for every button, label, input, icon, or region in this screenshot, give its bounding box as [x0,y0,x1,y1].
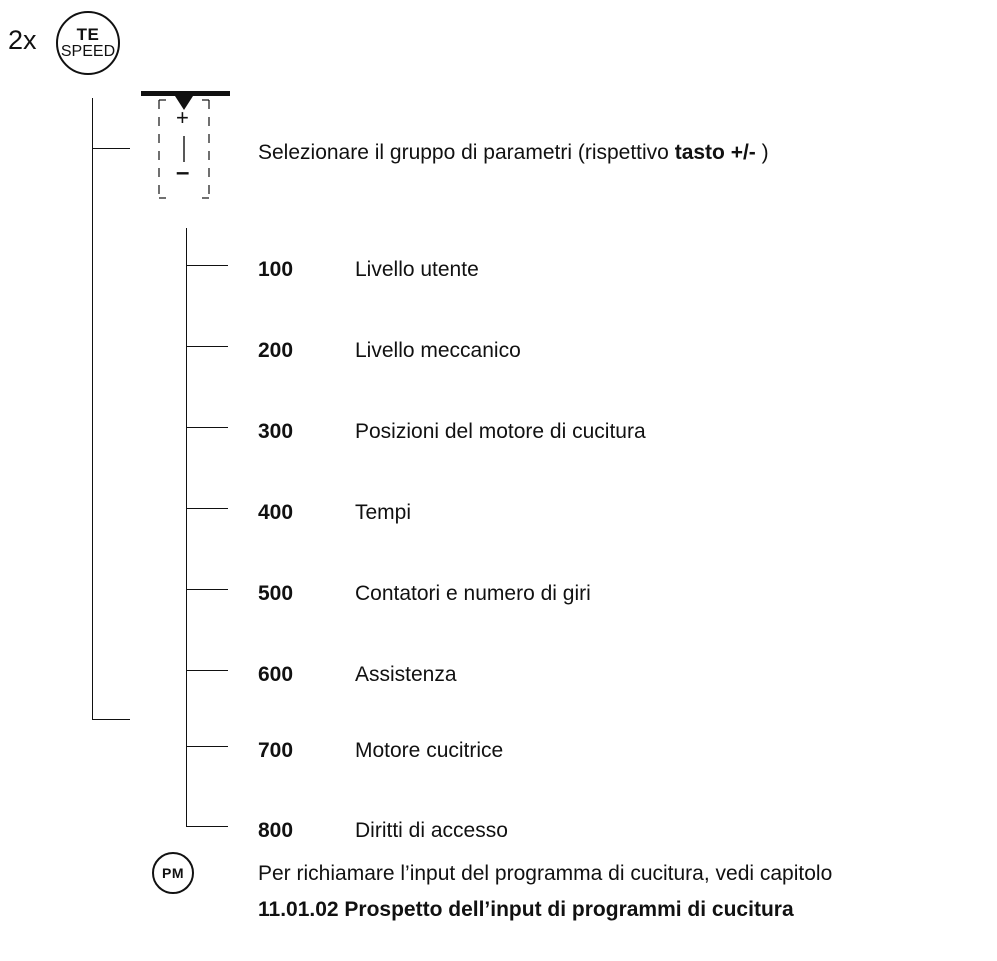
group-label: Livello meccanico [355,339,521,362]
main-trunk-line [92,98,94,720]
display-symbol: + – [140,88,232,206]
group-code: 400 [258,501,294,524]
pm-key[interactable]: PM [152,852,194,894]
group-code: 200 [258,339,294,362]
select-group-text: Selezionare il gruppo di parametri (risp… [258,141,675,164]
group-code: 800 [258,819,294,842]
group-label: Diritti di accesso [355,819,508,842]
group-code: 700 [258,739,294,762]
plus-symbol: + [176,105,189,130]
group-connector [186,746,228,748]
group-connector [186,508,228,510]
group-label: Assistenza [355,663,457,686]
select-branch-line [92,148,130,150]
plus-minus-key-ref: tasto +/- [674,141,756,164]
group-label: Posizioni del motore di cucitura [355,420,646,443]
minus-symbol: – [176,159,190,186]
group-connector [186,589,228,591]
group-code: 500 [258,582,294,605]
group-connector [186,826,228,828]
group-label: Contatori e numero di giri [355,582,591,605]
group-code: 100 [258,258,294,281]
group-label: Livello utente [355,258,479,281]
repeat-count: 2x [8,25,37,55]
group-label: Motore cucitrice [355,739,504,762]
display-frame-graphic [141,91,230,199]
group-code: 600 [258,663,294,686]
select-group-instruction: Selezionare il gruppo di parametri (risp… [258,140,769,166]
te-speed-key[interactable]: TE SPEED [56,11,120,75]
group-connector [186,265,228,267]
pm-branch-line [92,719,130,721]
group-connector [186,427,228,429]
group-connector [186,670,228,672]
speed-key-label: SPEED [60,43,116,60]
pm-chapter-reference: 11.01.02 Prospetto dell’input di program… [258,898,794,921]
pm-instruction-line1: Per richiamare l’input del programma di … [258,862,833,885]
te-key-label: TE [76,25,100,44]
group-connector [186,346,228,348]
group-code: 300 [258,420,294,443]
groups-trunk-line [186,228,188,826]
select-group-suffix: ) [755,141,769,164]
group-label: Tempi [355,501,412,524]
